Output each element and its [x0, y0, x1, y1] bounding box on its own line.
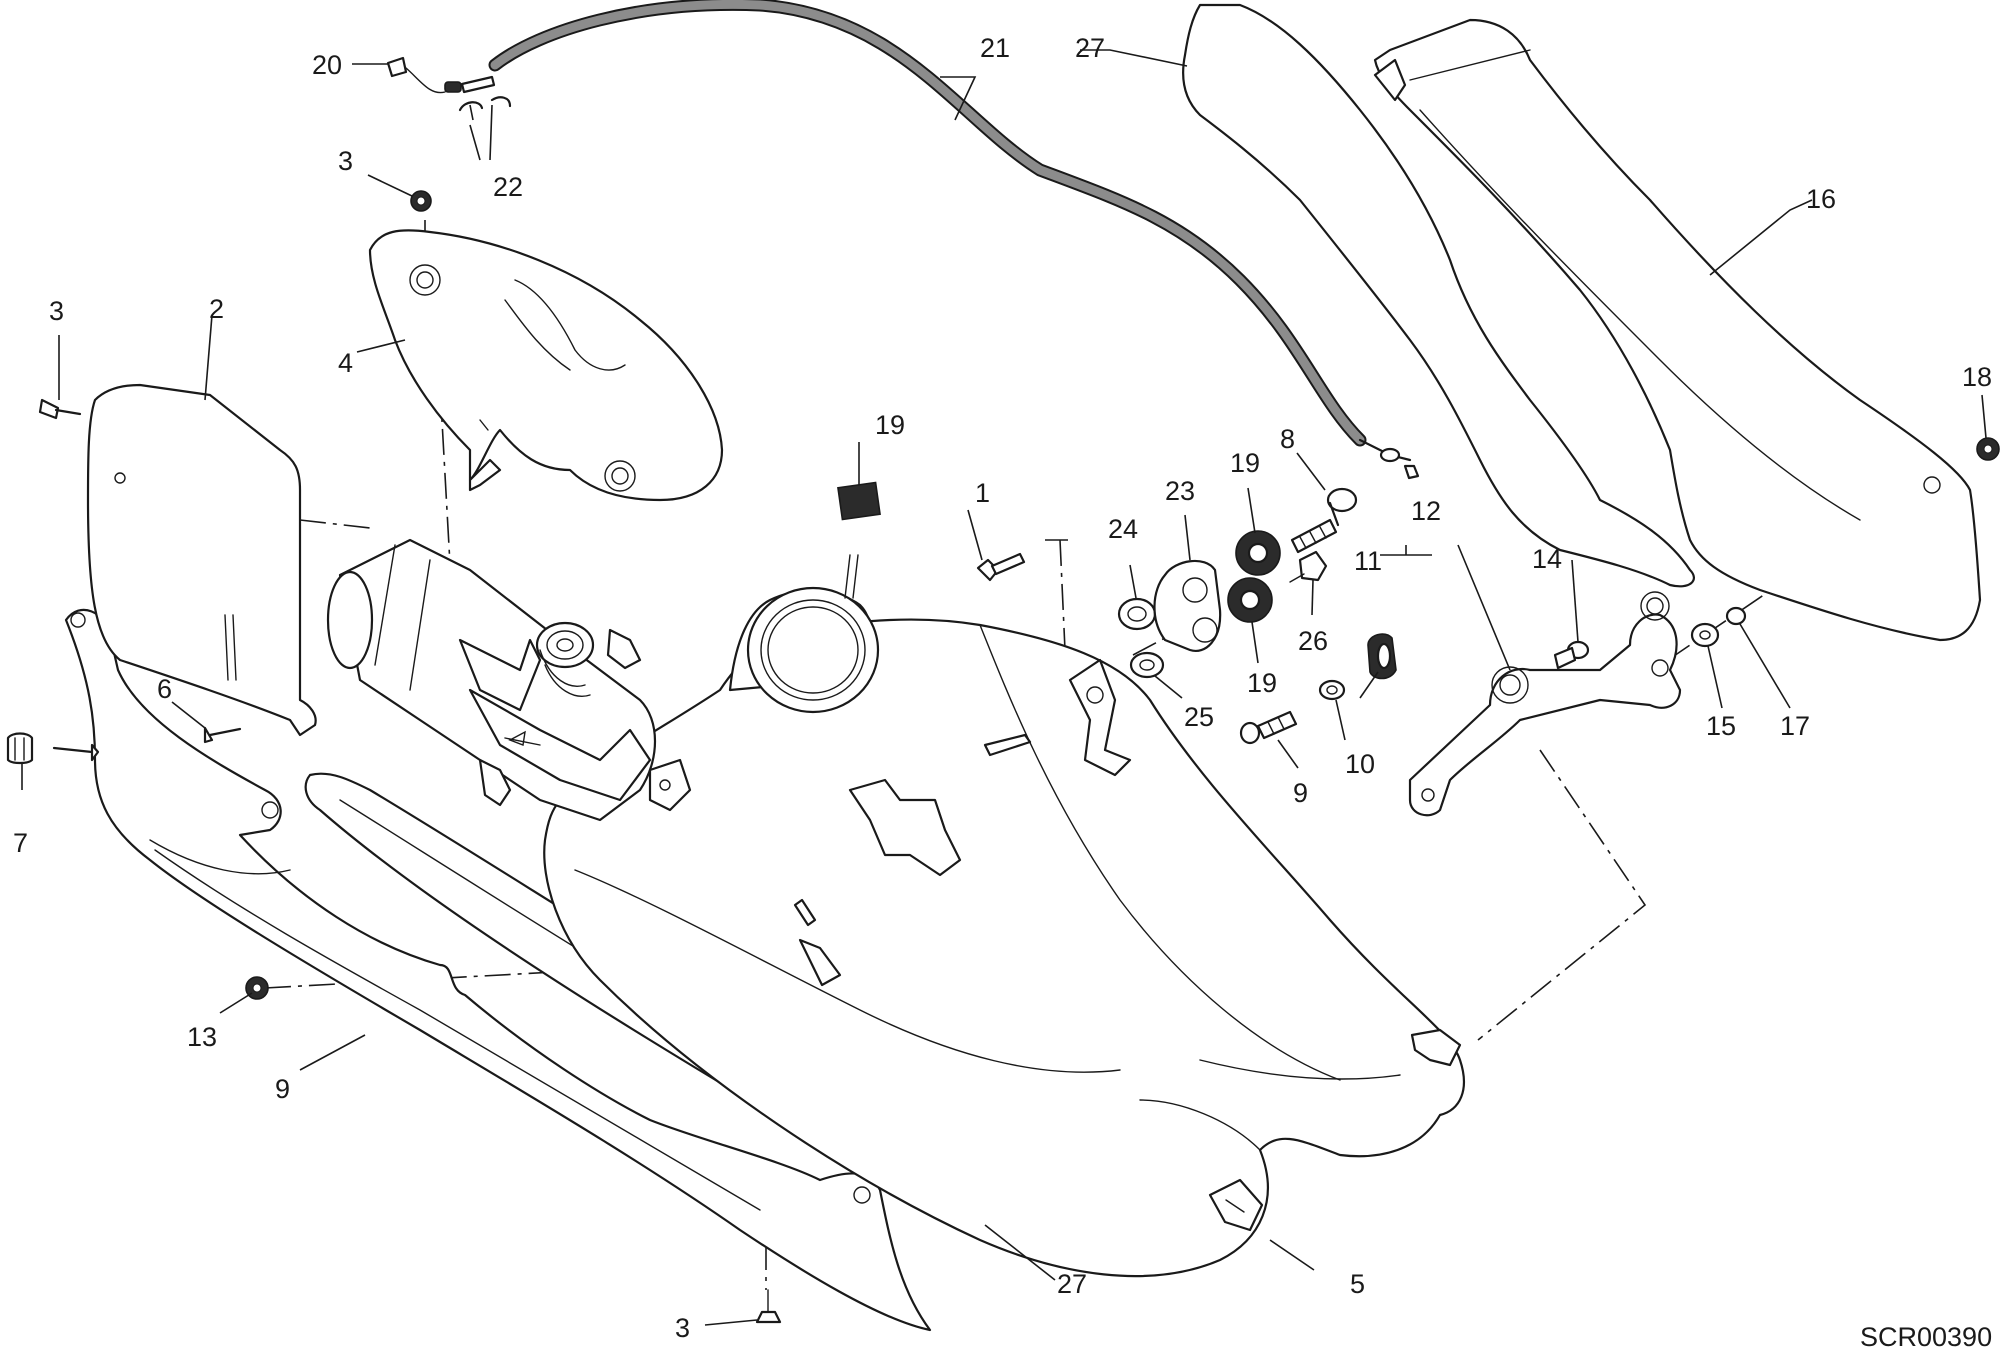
callout-9-bottom: 9 [1293, 778, 1308, 808]
callout-1: 1 [975, 478, 990, 508]
callout-8: 9 [275, 1074, 290, 1104]
callout-22: 22 [493, 172, 523, 202]
callout-24: 24 [1108, 514, 1138, 544]
inlet-sleeve-assembly [326, 538, 692, 822]
callout-13: 13 [187, 1022, 217, 1052]
callout-26: 26 [1298, 626, 1328, 656]
callout-7: 7 [13, 828, 28, 858]
callout-5: 5 [1350, 1269, 1365, 1299]
leader-lines [21, 49, 1987, 1326]
callout-2: 2 [209, 294, 224, 324]
callout-3-left: 3 [49, 296, 64, 326]
side-heat-shield [86, 383, 317, 737]
callout-11: 11 [1354, 546, 1382, 576]
callout-10: 10 [1345, 749, 1375, 779]
callout-23: 23 [1165, 476, 1195, 506]
callout-6: 6 [157, 674, 172, 704]
callout-27-top: 27 [1075, 33, 1105, 63]
callout-19-mid: 19 [1230, 448, 1260, 478]
drawing-code: SCR00390 [1860, 1322, 1992, 1352]
callout-9-top: 8 [1280, 424, 1295, 454]
callout-27-bottom: 27 [1057, 1269, 1087, 1299]
mounting-bracket [1408, 591, 1682, 817]
callout-19-top: 19 [875, 410, 905, 440]
callout-14: 14 [1532, 544, 1562, 574]
insulation-panel-upper [1182, 3, 1695, 588]
callout-3-top: 3 [338, 146, 353, 176]
muffler-body [543, 554, 1465, 1278]
callout-12: 12 [1411, 496, 1441, 526]
callout-3-bottom: 3 [675, 1313, 690, 1343]
callout-16: 15 [1706, 711, 1736, 741]
callout-labels: 20 21 27 22 3 16 3 2 4 18 19 8 19 1 23 1… [13, 33, 1992, 1352]
callout-4: 4 [338, 348, 353, 378]
hardware [6, 0, 2000, 1324]
callout-21: 21 [980, 33, 1010, 63]
outer-cover [1373, 18, 1982, 642]
callout-19-bottom: 19 [1247, 668, 1277, 698]
callout-17: 17 [1780, 711, 1810, 741]
upper-heat-shield [368, 229, 724, 502]
callout-15: 16 [1806, 184, 1836, 214]
callout-18: 18 [1962, 362, 1992, 392]
callout-20: 20 [312, 50, 342, 80]
callout-25: 25 [1184, 702, 1214, 732]
